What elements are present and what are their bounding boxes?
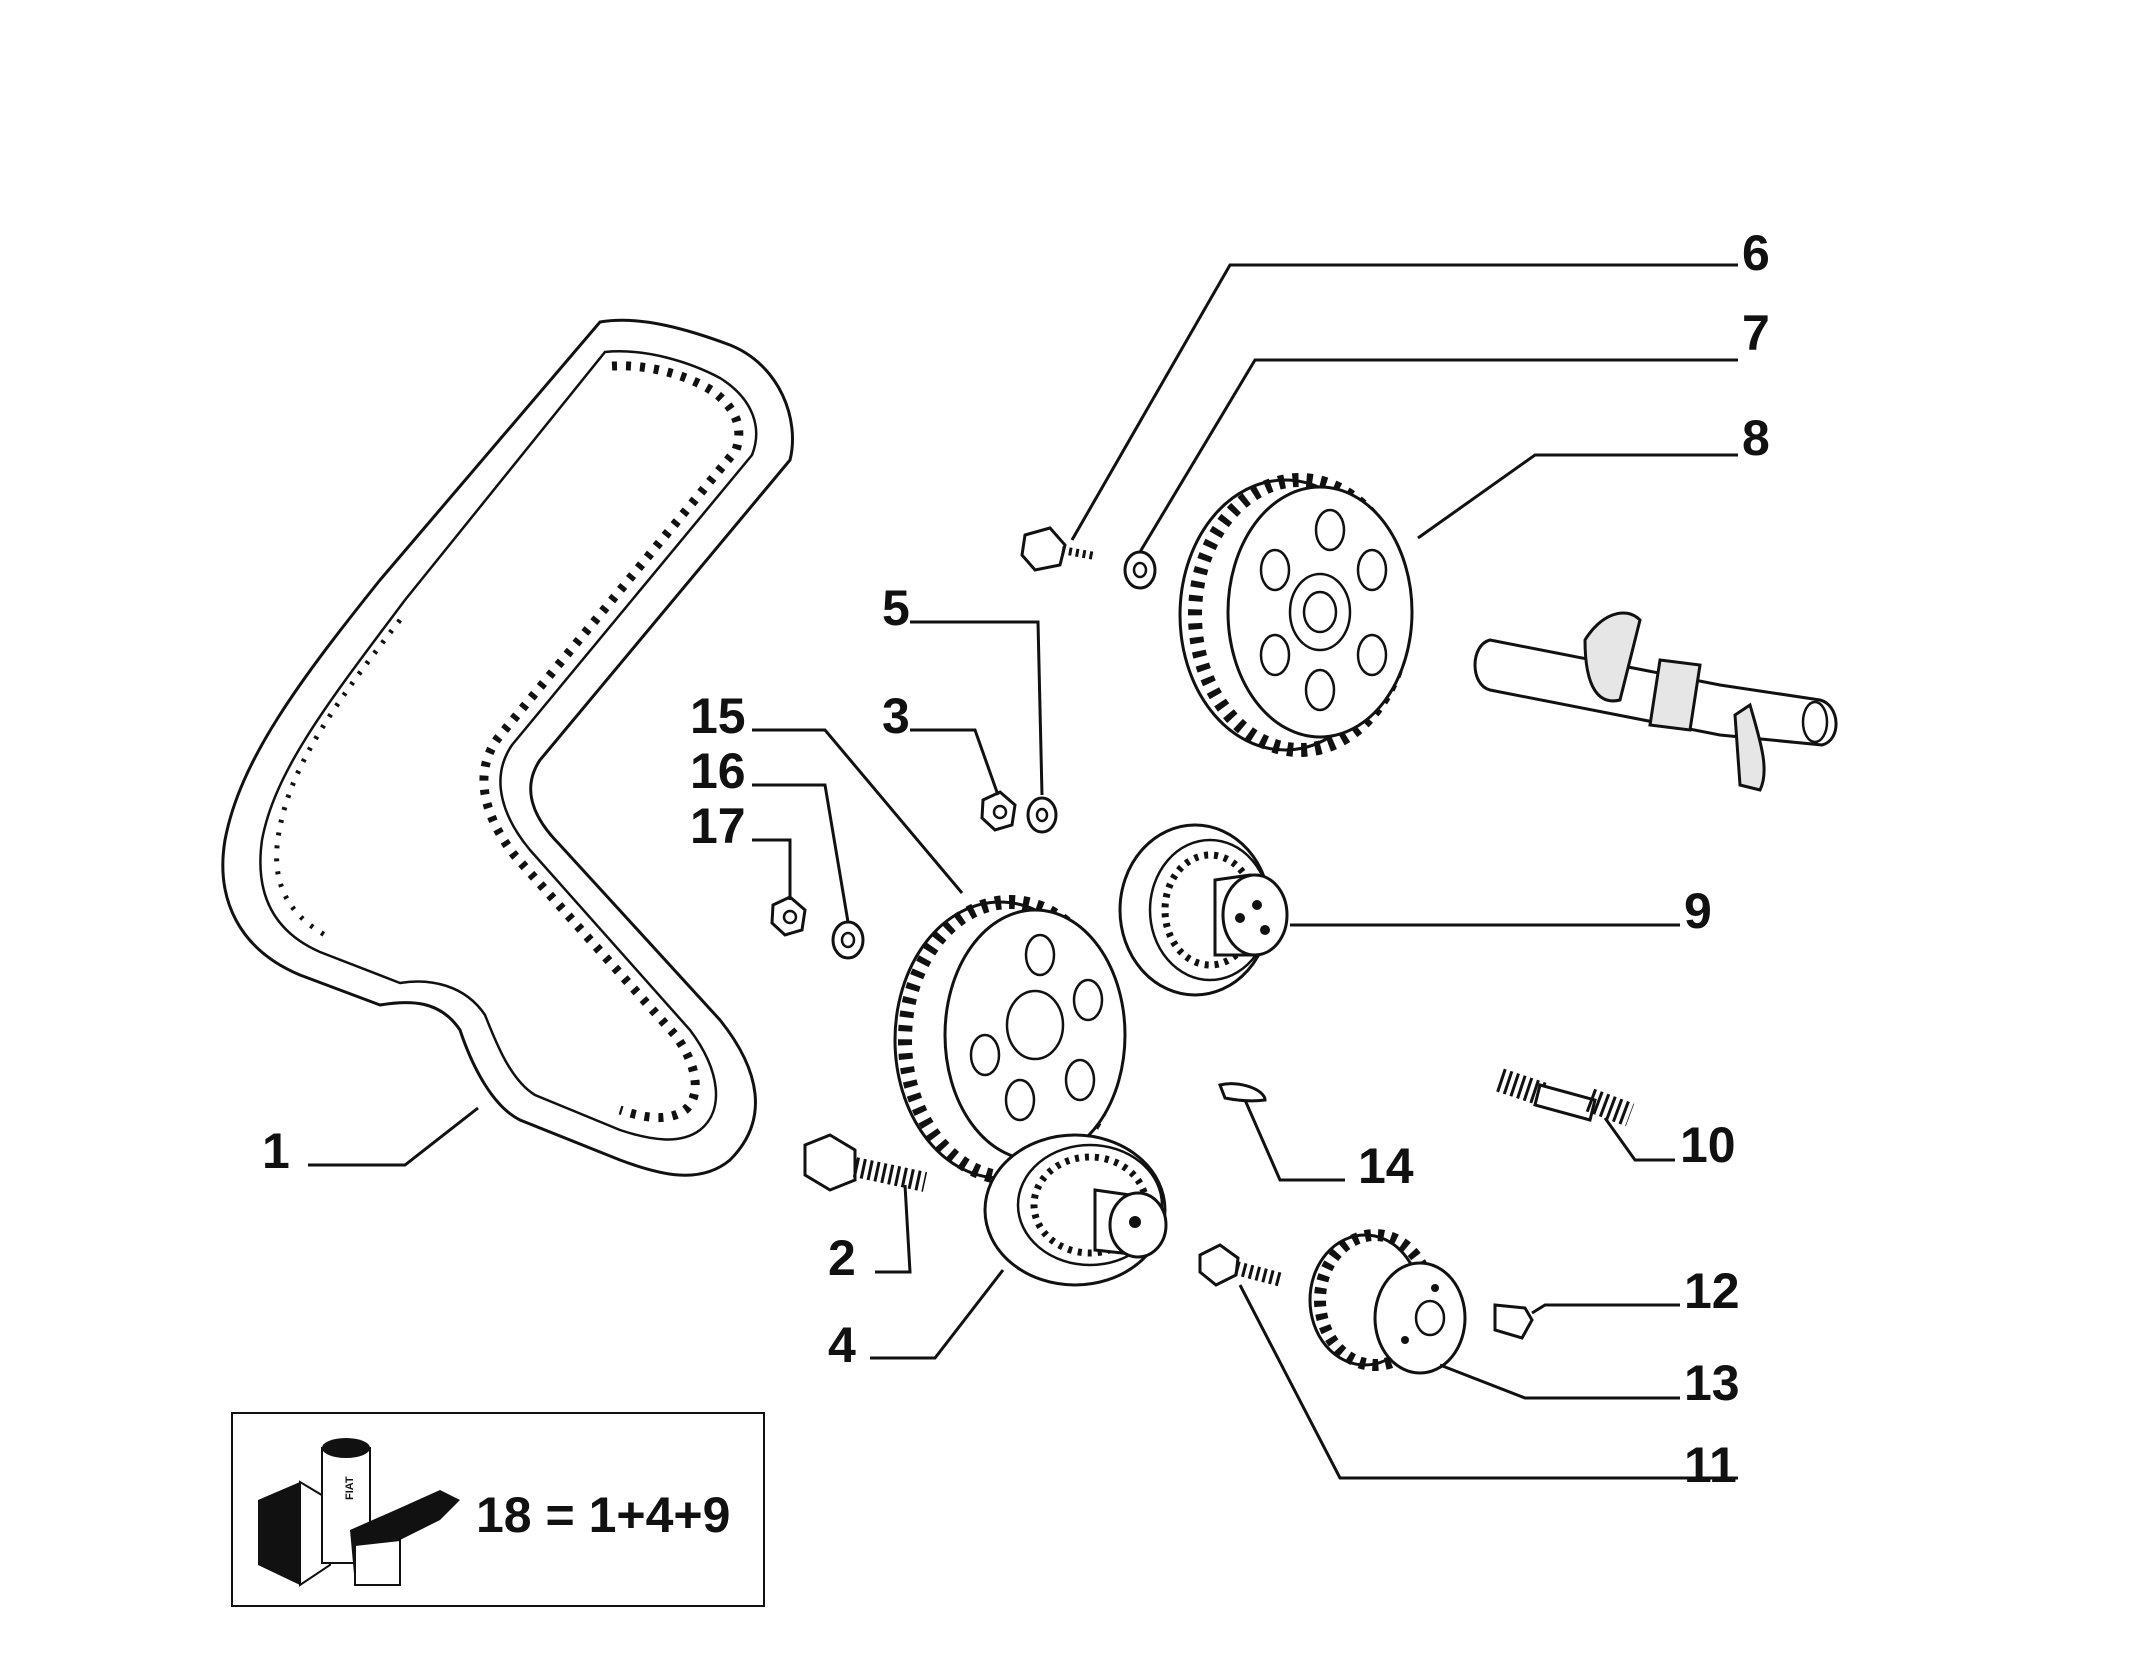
bolt-11 <box>1198 1243 1284 1287</box>
callout-16: 16 <box>690 743 746 799</box>
callout-11: 11 <box>1684 1437 1737 1493</box>
camshaft <box>1473 611 1838 792</box>
crankshaft-sprocket-13 <box>1308 1229 1467 1375</box>
washer-5 <box>1026 796 1058 834</box>
callout-13: 13 <box>1684 1355 1740 1411</box>
fiat-kit-icon: FIAT <box>258 1438 460 1587</box>
key-12 <box>1493 1303 1534 1340</box>
woodruff-key-14 <box>1217 1082 1267 1103</box>
callout-1: 1 <box>262 1123 290 1179</box>
bolt-2 <box>803 1133 928 1192</box>
camshaft-pulley <box>1178 473 1414 757</box>
callout-6: 6 <box>1742 225 1770 281</box>
pulley-15 <box>893 895 1127 1185</box>
callout-10: 10 <box>1680 1117 1736 1173</box>
washer-16 <box>831 920 865 960</box>
callout-3: 3 <box>882 688 910 744</box>
nut-17 <box>770 895 807 937</box>
leader-lines <box>308 263 1738 1480</box>
callout-15: 15 <box>690 688 746 744</box>
callout-labels: 1 2 3 4 5 6 7 8 9 10 11 12 13 14 15 16 1… <box>262 225 1770 1493</box>
callout-17: 17 <box>690 798 746 854</box>
callout-5: 5 <box>882 580 910 636</box>
callout-7: 7 <box>1742 305 1770 361</box>
nut-3 <box>980 790 1017 832</box>
callout-8: 8 <box>1742 410 1770 466</box>
kit-formula: 18 = 1+4+9 <box>476 1487 730 1543</box>
callout-12: 12 <box>1684 1263 1740 1319</box>
tensioner-roller-4 <box>983 1133 1168 1287</box>
washer-7 <box>1123 550 1157 590</box>
timing-belt <box>221 318 794 1177</box>
callout-4: 4 <box>828 1317 856 1373</box>
callout-2: 2 <box>828 1230 856 1286</box>
callout-14: 14 <box>1358 1138 1414 1194</box>
kit-box: FIAT 18 = 1+4+9 <box>231 1412 765 1607</box>
tensioner-roller-9 <box>1118 823 1289 997</box>
callout-9: 9 <box>1684 883 1712 939</box>
stud-10 <box>1496 1068 1635 1127</box>
pulley-bolt-small <box>1020 526 1096 572</box>
kit-logo-text: FIAT <box>344 1476 356 1500</box>
